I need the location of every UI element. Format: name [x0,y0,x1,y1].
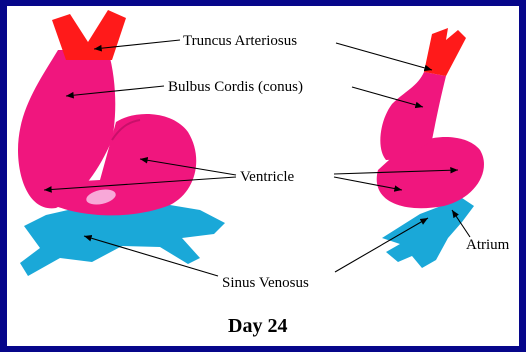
label-truncus-arteriosus: Truncus Arteriosus [183,33,297,49]
label-atrium: Atrium [466,237,510,253]
pointer-truncus-right [336,43,432,70]
diagram-title: Day 24 [228,315,287,337]
label-sinus-venosus: Sinus Venosus [222,275,309,291]
right-truncus-shape [424,28,466,76]
right-heart [377,28,484,268]
right-sinus-venosus-shape [382,198,474,268]
label-ventricle: Ventricle [240,169,294,185]
left-heart [18,10,225,276]
label-bulbus-cordis: Bulbus Cordis (conus) [168,79,303,95]
